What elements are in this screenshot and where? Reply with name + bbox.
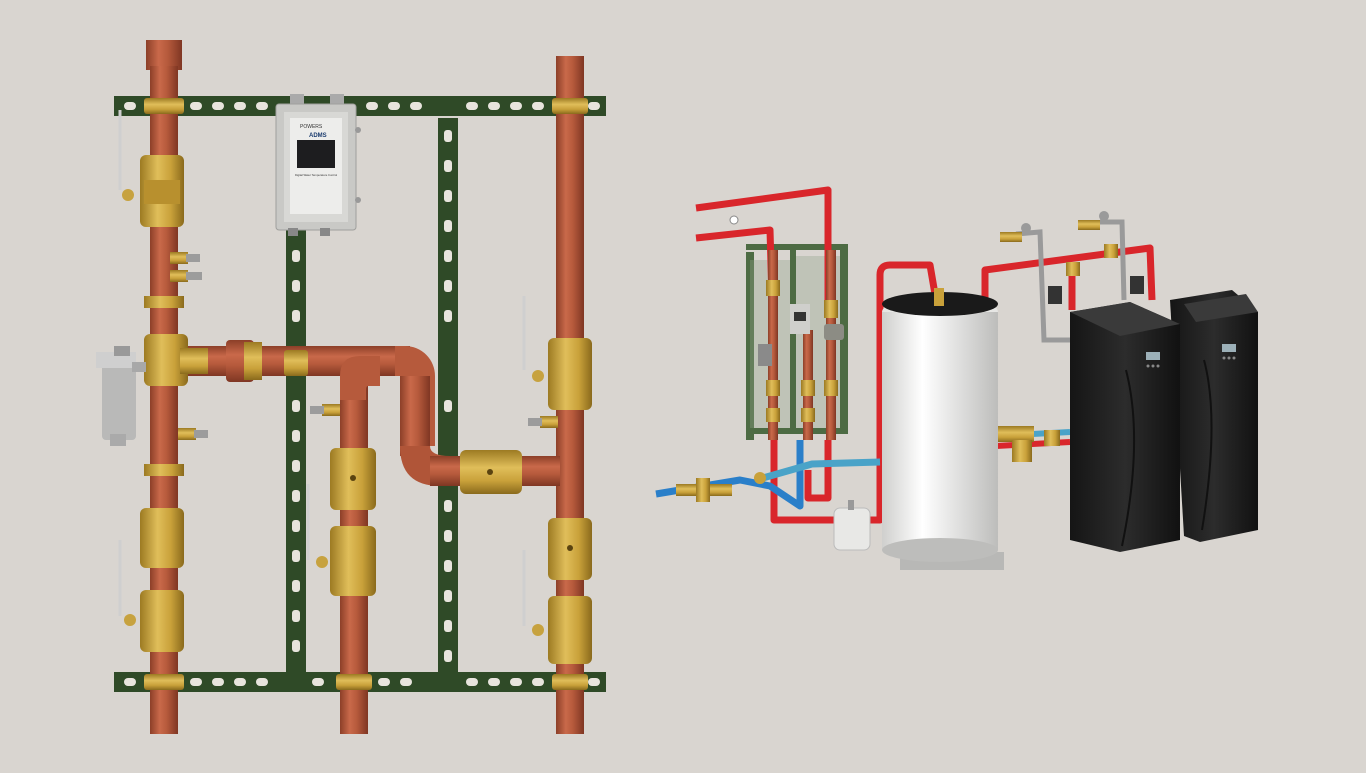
panel-copper-risers [758, 250, 844, 440]
left-mixing-panel: POWERS ADMS Digital Water Temperature Co… [96, 40, 606, 734]
lower-ball-valves [118, 296, 592, 664]
digital-controller: POWERS ADMS Digital Water Temperature Co… [275, 94, 361, 236]
copper-pipes [146, 40, 584, 734]
backflow-assembly [676, 472, 766, 502]
horizontal-strut-channels [114, 96, 606, 692]
union-fitting-icon [144, 296, 262, 476]
display-screen [1222, 344, 1236, 352]
gray-vent-pipes [1015, 219, 1127, 343]
pipe-clamps [144, 98, 588, 690]
check-valve-icon [460, 450, 522, 494]
right-system-layout [655, 186, 1258, 570]
display-screen [297, 140, 335, 168]
boiler-unit-1 [1070, 302, 1180, 552]
mixing-valve-tee [144, 334, 208, 386]
ball-valve-icon [118, 110, 184, 227]
relief-valves [729, 211, 1144, 304]
display-screen [1146, 352, 1160, 360]
controller-model: ADMS [309, 133, 327, 139]
vertical-strut-channels [286, 100, 458, 690]
thermometer-icon [170, 252, 558, 440]
controller-brand: POWERS [300, 124, 323, 130]
boiler-connection-valves [998, 426, 1060, 462]
boiler-unit-2 [1170, 290, 1258, 542]
expansion-tank [833, 500, 871, 551]
storage-tank [882, 288, 1004, 570]
hot-water-pipes [695, 186, 1156, 524]
strainer-icon [96, 346, 146, 446]
controller-caption: Digital Water Temperature Control [295, 173, 338, 177]
